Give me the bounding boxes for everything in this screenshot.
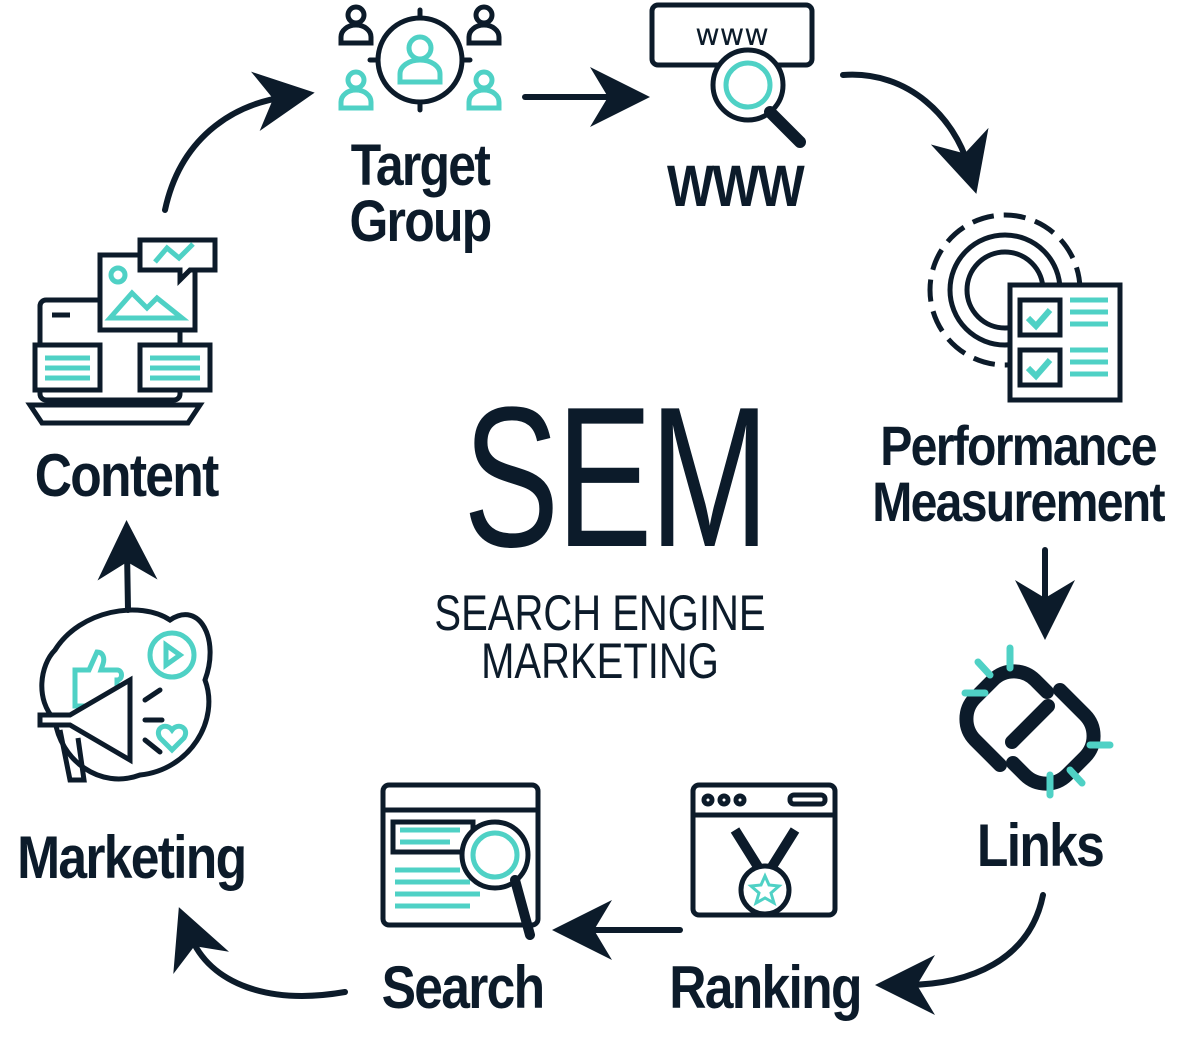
- people-network-icon: [338, 4, 502, 113]
- browser-medal-icon: [690, 782, 838, 918]
- sem-subtitle-line2: MARKETING: [481, 633, 719, 689]
- arrow-links-to-ranking: [875, 892, 1046, 1015]
- target-group-label: Target Group: [347, 133, 493, 254]
- arrow-content-to-target: [162, 71, 315, 213]
- search-label: Search: [381, 954, 546, 1021]
- content-devices-icon: [25, 237, 218, 426]
- chain-link-icon: [959, 644, 1114, 799]
- links-label: Links: [976, 812, 1105, 879]
- performance-line2: Measurement: [872, 470, 1165, 533]
- arrow-marketing-to-content: [97, 520, 158, 613]
- marketing-label: Marketing: [17, 824, 247, 891]
- arrow-www-to-performance: [840, 71, 989, 194]
- target-group-line2: Group: [349, 189, 492, 254]
- megaphone-social-icon: [37, 607, 213, 783]
- performance-label: Performance Measurement: [863, 418, 1173, 530]
- gear-checklist-icon: [927, 212, 1123, 403]
- sem-subtitle-line1: SEARCH ENGINE: [434, 585, 766, 641]
- content-label: Content: [34, 442, 220, 509]
- www-box-text: www: [695, 18, 769, 53]
- arrow-search-to-marketing: [173, 907, 348, 999]
- sem-title: SEM: [463, 366, 769, 589]
- www-search-icon: www: [649, 2, 815, 148]
- performance-line1: Performance: [880, 414, 1157, 477]
- browser-magnifier-icon: [380, 782, 541, 940]
- www-label: WWW: [666, 154, 805, 219]
- target-group-line1: Target: [350, 133, 491, 198]
- ranking-label: Ranking: [669, 954, 862, 1021]
